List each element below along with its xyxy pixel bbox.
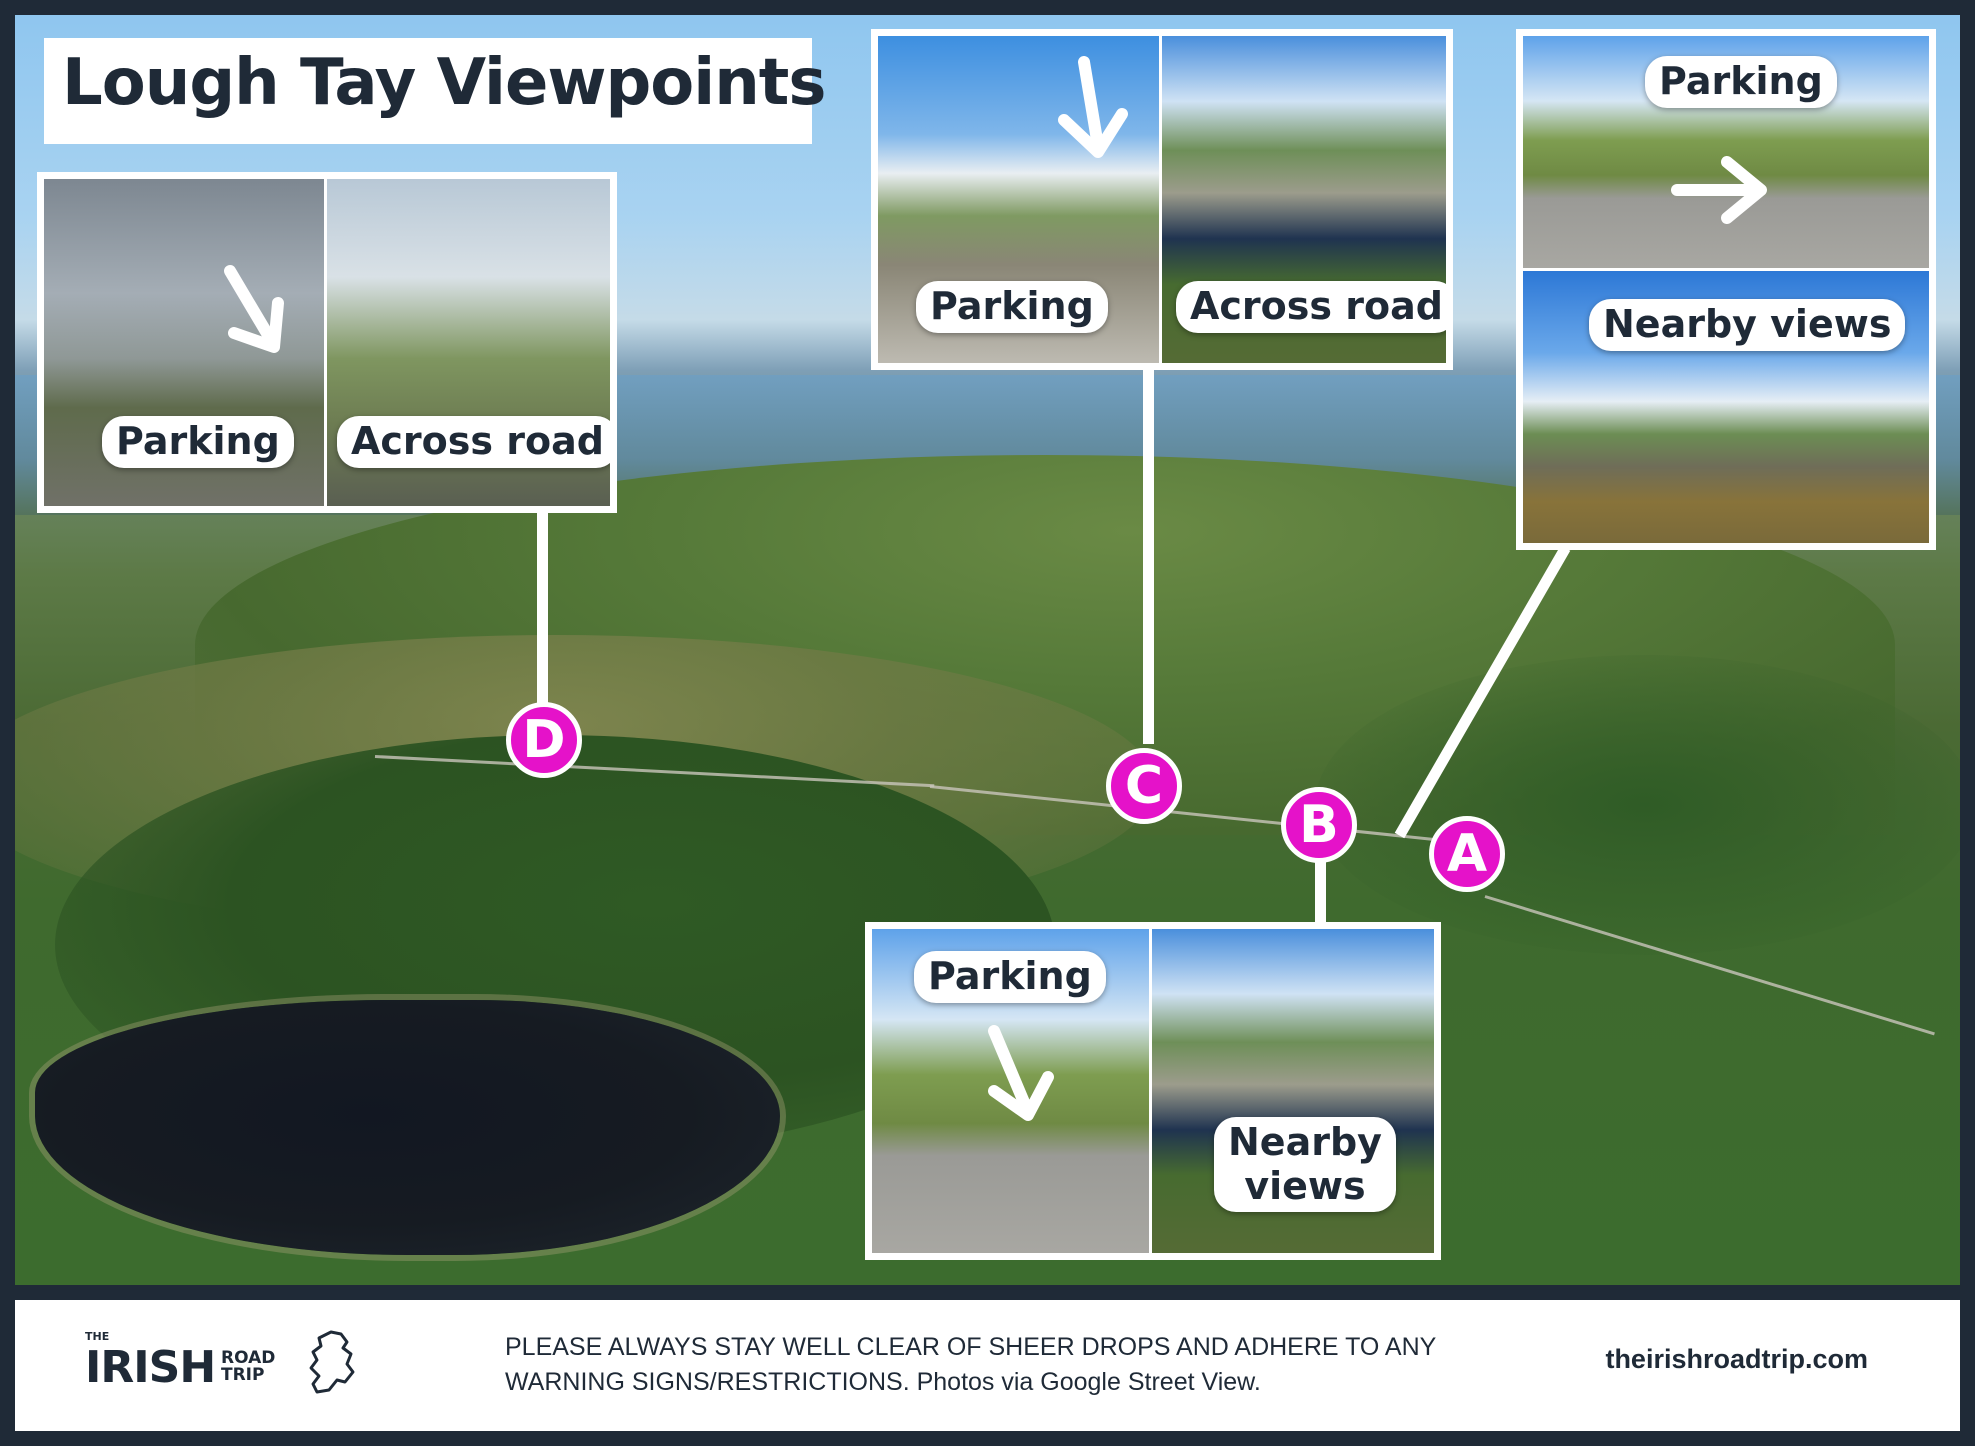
label-across-road: Across road bbox=[1176, 281, 1446, 333]
arrow-down-icon bbox=[988, 1025, 1054, 1121]
photo-a-nearby-views: Nearby views bbox=[1523, 271, 1929, 543]
label-parking: Parking bbox=[1645, 56, 1837, 108]
label-parking: Parking bbox=[102, 416, 294, 468]
logo-road: ROAD bbox=[221, 1348, 276, 1368]
lough-tay-lake bbox=[35, 1000, 780, 1255]
brand-logo: THE IRISH ROAD TRIP bbox=[85, 1328, 375, 1408]
panel-b: Parking Nearby views bbox=[865, 922, 1441, 1260]
marker-c: C bbox=[1106, 748, 1182, 824]
website-link[interactable]: theirishroadtrip.com bbox=[1605, 1344, 1868, 1374]
panel-c: Parking Across road bbox=[871, 29, 1453, 370]
photo-d-across-road: Across road bbox=[327, 179, 610, 506]
label-nearby-views: Nearby views bbox=[1589, 299, 1906, 351]
pin-line-d bbox=[537, 508, 548, 708]
label-parking: Parking bbox=[916, 281, 1108, 333]
page-title: Lough Tay Viewpoints bbox=[62, 46, 826, 120]
pin-line-b bbox=[1315, 860, 1326, 928]
photo-c-parking: Parking bbox=[878, 36, 1159, 363]
ireland-map-icon bbox=[309, 1330, 355, 1394]
marker-a: A bbox=[1429, 816, 1505, 892]
arrow-down-left-icon bbox=[224, 265, 284, 353]
panel-a: Parking Nearby views bbox=[1516, 29, 1936, 550]
photo-d-parking: Parking bbox=[44, 179, 324, 506]
photo-c-across-road: Across road bbox=[1162, 36, 1446, 363]
label-parking: Parking bbox=[914, 951, 1106, 1003]
marker-b: B bbox=[1281, 787, 1357, 863]
label-nearby-views: Nearby views bbox=[1214, 1117, 1396, 1213]
photo-a-parking: Parking bbox=[1523, 36, 1929, 268]
logo-irish: IRISH bbox=[85, 1342, 216, 1393]
safety-notice: PLEASE ALWAYS STAY WELL CLEAR OF SHEER D… bbox=[505, 1333, 1436, 1396]
arrow-right-icon bbox=[1671, 156, 1767, 224]
panel-d: Parking Across road bbox=[37, 172, 617, 513]
footer: THE IRISH ROAD TRIP PLEASE ALWAYS STAY W… bbox=[15, 1300, 1960, 1431]
arrow-down-icon bbox=[1058, 56, 1128, 158]
pin-line-c bbox=[1143, 364, 1154, 744]
logo-the: THE bbox=[85, 1330, 110, 1343]
logo-trip: TRIP bbox=[221, 1365, 265, 1385]
photo-b-parking: Parking bbox=[872, 929, 1149, 1253]
label-across-road: Across road bbox=[337, 416, 610, 468]
photo-b-nearby-views: Nearby views bbox=[1152, 929, 1434, 1253]
title-box: Lough Tay Viewpoints bbox=[44, 38, 826, 144]
marker-d: D bbox=[506, 702, 582, 778]
